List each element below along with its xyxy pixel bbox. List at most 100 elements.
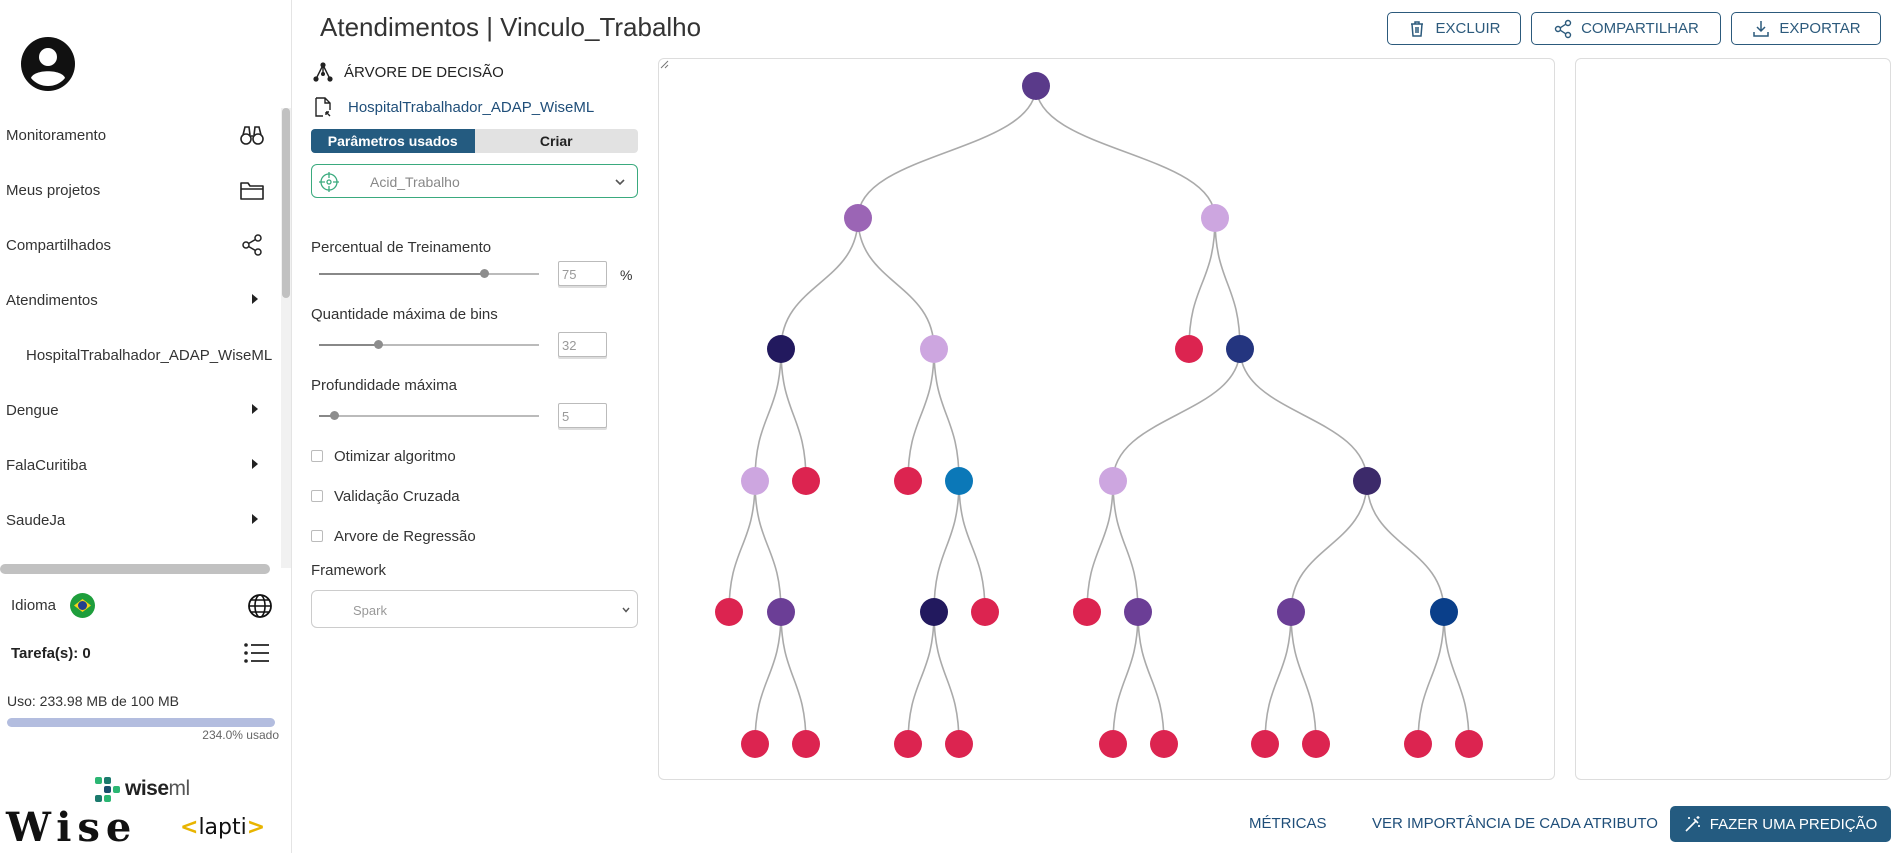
bins-slider[interactable] <box>319 339 539 351</box>
optimize-checkbox[interactable]: Otimizar algoritmo <box>311 447 456 465</box>
delete-button-label: EXCLUIR <box>1435 20 1501 37</box>
tree-node[interactable] <box>1175 335 1203 363</box>
wiseml-logo-bold: wise <box>125 777 169 800</box>
tree-node[interactable] <box>1226 335 1254 363</box>
tree-edge <box>1188 217 1216 350</box>
sidebar-item-label: HospitalTrabalhador_ADAP_WiseML <box>26 346 273 364</box>
tree-node[interactable] <box>971 598 999 626</box>
depth-input[interactable]: 5 <box>558 403 607 428</box>
tree-node[interactable] <box>1404 730 1432 758</box>
sidebar-item-falacuritiba[interactable]: FalaCuritiba <box>0 445 280 485</box>
sidebar-item-meus-projetos[interactable]: Meus projetos <box>0 170 280 210</box>
sidebar-item-atendimentos[interactable]: Atendimentos <box>0 280 280 320</box>
tree-node[interactable] <box>1124 598 1152 626</box>
tree-node[interactable] <box>1302 730 1330 758</box>
tab-parametros-usados[interactable]: Parâmetros usados <box>311 129 475 153</box>
caret-right-icon <box>252 404 258 414</box>
tree-node[interactable] <box>767 598 795 626</box>
sidebar-item-label: Monitoramento <box>6 126 107 144</box>
page-title: Atendimentos | Vinculo_Trabalho <box>320 12 702 42</box>
delete-button[interactable]: EXCLUIR <box>1387 12 1521 45</box>
tree-node[interactable] <box>1277 598 1305 626</box>
sidebar-item-label: FalaCuritiba <box>6 456 87 474</box>
regression-tree-checkbox[interactable]: Arvore de Regressão <box>311 527 476 545</box>
tree-node[interactable] <box>792 730 820 758</box>
export-button[interactable]: EXPORTAR <box>1731 12 1881 45</box>
tree-node[interactable] <box>945 730 973 758</box>
tree-node[interactable] <box>1251 730 1279 758</box>
metrics-button[interactable]: MÉTRICAS <box>1249 815 1327 832</box>
sidebar-item-monitoramento[interactable]: Monitoramento <box>0 115 280 155</box>
tree-node[interactable] <box>715 598 743 626</box>
tree-edge <box>907 611 935 745</box>
slider-handle[interactable] <box>374 340 383 349</box>
user-avatar-icon[interactable] <box>20 36 76 92</box>
cross-validation-checkbox[interactable]: Validação Cruzada <box>311 487 460 505</box>
checkbox-box[interactable] <box>311 450 323 462</box>
make-prediction-button[interactable]: FAZER UMA PREDIÇÃO <box>1670 806 1891 842</box>
training-slider[interactable] <box>319 268 539 280</box>
depth-slider[interactable] <box>319 410 539 422</box>
scrollbar-thumb[interactable] <box>282 108 290 298</box>
tree-edge <box>754 480 782 613</box>
tree-node[interactable] <box>945 467 973 495</box>
dataset-link[interactable]: HospitalTrabalhador_ADAP_WiseML <box>312 95 594 119</box>
sidebar-nav: Monitoramento Meus projetos Compartilhad… <box>0 108 280 573</box>
decision-tree-graph[interactable] <box>659 59 1556 781</box>
tree-node[interactable] <box>1150 730 1178 758</box>
language-row: Idioma <box>10 590 272 620</box>
tree-node[interactable] <box>894 730 922 758</box>
tree-node[interactable] <box>1022 72 1050 100</box>
globe-icon[interactable] <box>246 592 274 620</box>
tab-criar[interactable]: Criar <box>539 133 573 149</box>
sidebar-item-dengue[interactable]: Dengue <box>0 390 280 430</box>
framework-select[interactable]: Spark <box>311 590 638 628</box>
tree-node[interactable] <box>741 730 769 758</box>
tree-node[interactable] <box>767 335 795 363</box>
tree-node[interactable] <box>1099 467 1127 495</box>
sidebar-vertical-scrollbar[interactable] <box>281 108 291 568</box>
sidebar-item-saudeja[interactable]: SaudeJa <box>0 500 280 540</box>
share-button-label: COMPARTILHAR <box>1581 20 1699 37</box>
slider-handle[interactable] <box>330 411 339 420</box>
framework-label: Framework <box>311 562 387 579</box>
checkbox-label: Otimizar algoritmo <box>334 447 456 465</box>
tree-node[interactable] <box>1099 730 1127 758</box>
resize-handle-icon[interactable] <box>659 59 669 69</box>
sidebar-item-hospitaltrabalhador[interactable]: HospitalTrabalhador_ADAP_WiseML <box>0 335 280 375</box>
tree-edge <box>907 348 935 482</box>
bins-input[interactable]: 32 <box>558 332 607 357</box>
decision-tree-canvas[interactable] <box>658 58 1555 780</box>
caret-right-icon <box>252 294 258 304</box>
checkbox-box[interactable] <box>311 530 323 542</box>
framework-value: Spark <box>353 603 387 618</box>
sidebar-horizontal-scrollbar[interactable] <box>0 564 270 574</box>
training-input[interactable]: 75 <box>558 261 607 286</box>
decision-tree-icon <box>313 62 333 82</box>
slider-handle[interactable] <box>480 269 489 278</box>
checkbox-box[interactable] <box>311 490 323 502</box>
tree-node[interactable] <box>844 204 872 232</box>
section-title-label: ÁRVORE DE DECISÃO <box>344 63 504 81</box>
tree-node[interactable] <box>792 467 820 495</box>
tree-node[interactable] <box>920 335 948 363</box>
share-button[interactable]: COMPARTILHAR <box>1531 12 1721 45</box>
target-attribute-select[interactable]: Acid_Trabalho <box>311 164 638 198</box>
download-icon <box>1753 20 1770 37</box>
attribute-importance-button[interactable]: VER IMPORTÂNCIA DE CADA ATRIBUTO <box>1372 815 1658 832</box>
binoculars-icon <box>240 126 264 145</box>
tree-edge <box>780 217 859 350</box>
task-list-icon[interactable] <box>242 640 272 666</box>
tree-edge <box>780 348 807 482</box>
tree-node[interactable] <box>1201 204 1229 232</box>
tree-node[interactable] <box>1353 467 1381 495</box>
tree-node[interactable] <box>1073 598 1101 626</box>
tree-node[interactable] <box>1430 598 1458 626</box>
sidebar-item-compartilhados[interactable]: Compartilhados <box>0 225 280 265</box>
tree-node[interactable] <box>1455 730 1483 758</box>
tree-edge <box>1214 217 1241 350</box>
brazil-flag-icon[interactable] <box>70 593 95 618</box>
tree-node[interactable] <box>741 467 769 495</box>
tree-node[interactable] <box>894 467 922 495</box>
tree-node[interactable] <box>920 598 948 626</box>
